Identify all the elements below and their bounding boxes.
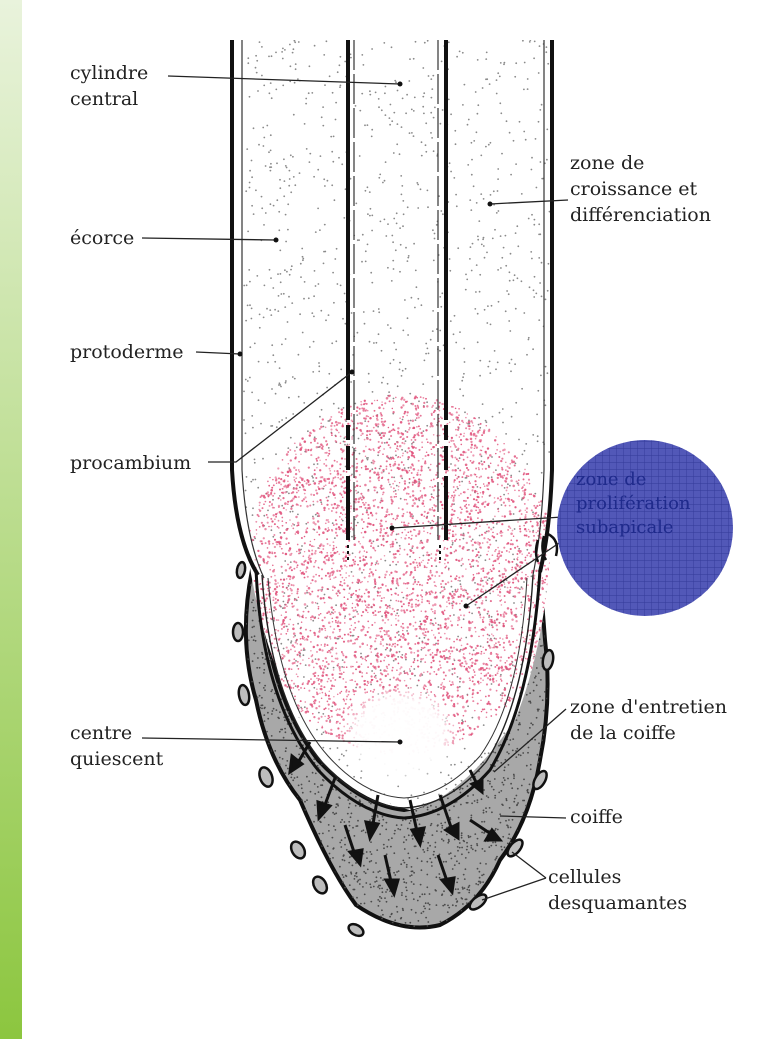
label-cylindre-central: cylindre central [70, 60, 148, 112]
label-cylindre-line1: cylindre [70, 60, 148, 86]
label-zone-entretien: zone d'entretien de la coiffe [570, 694, 727, 746]
label-entretien-line2: de la coiffe [570, 720, 727, 746]
label-proliferation-line1: zone de [576, 468, 691, 492]
label-cellules-desquamantes: cellules desquamantes [548, 864, 687, 916]
label-zone-proliferation: zone de prolifération subapicale [576, 468, 691, 540]
label-ecorce: écorce [70, 225, 134, 251]
label-croissance-line1: zone de [570, 150, 711, 176]
label-proliferation-line3: subapicale [576, 516, 691, 540]
label-zone-croissance: zone de croissance et différenciation [570, 150, 711, 228]
label-croissance-line2: croissance et [570, 176, 711, 202]
label-centre-quiescent: centre quiescent [70, 720, 163, 772]
label-croissance-line3: différenciation [570, 202, 711, 228]
label-cellules-line1: cellules [548, 864, 687, 890]
label-cellules-line2: desquamantes [548, 890, 687, 916]
label-entretien-line1: zone d'entretien [570, 694, 727, 720]
label-coiffe: coiffe [570, 804, 623, 830]
label-centre-line2: quiescent [70, 746, 163, 772]
label-centre-line1: centre [70, 720, 163, 746]
quiescent-center [340, 685, 460, 785]
label-cylindre-line2: central [70, 86, 148, 112]
label-procambium: procambium [70, 450, 191, 476]
label-proliferation-line2: prolifération [576, 492, 691, 516]
label-protoderme: protoderme [70, 339, 184, 365]
